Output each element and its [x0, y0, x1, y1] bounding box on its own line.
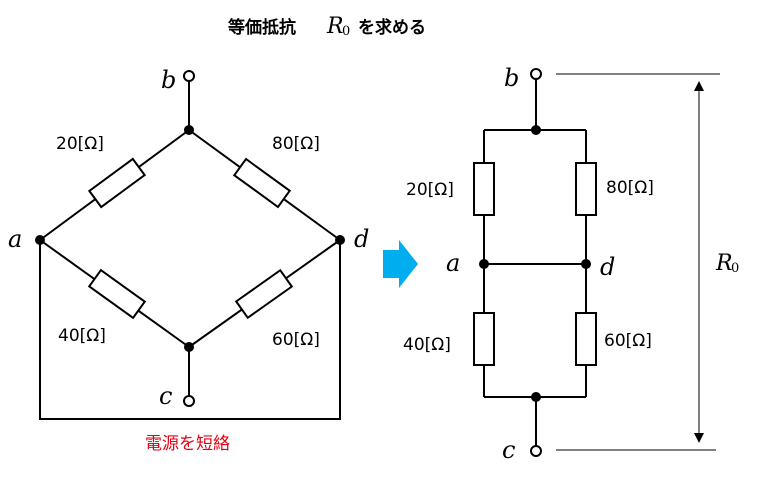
page-title: 等価抵抗 R 0 を求める — [228, 14, 426, 39]
junction-d-right — [581, 259, 591, 269]
short-circuit-note: 電源を短絡 — [145, 434, 230, 454]
junction-bottom — [531, 392, 541, 402]
node-label-b: b — [161, 66, 176, 94]
r0-subscript: 0 — [731, 261, 739, 276]
equivalent-circuit: b a d c 20[Ω] 80[Ω] 40[Ω] 60[Ω] — [403, 64, 654, 464]
resistor-label-80: 80[Ω] — [272, 134, 320, 154]
terminal-c-right — [530, 445, 542, 457]
resistor-20-right — [473, 162, 495, 216]
right-arrow-icon — [383, 240, 418, 288]
resistor-60-right — [575, 312, 597, 366]
node-label-d-right: d — [600, 253, 615, 281]
resistor-label-20: 20[Ω] — [56, 134, 104, 154]
junction-a — [35, 235, 45, 245]
resistor-label-40-right: 40[Ω] — [403, 335, 451, 355]
resistor-label-80-right: 80[Ω] — [606, 178, 654, 198]
terminal-c — [183, 395, 195, 407]
node-label-c-right: c — [502, 436, 515, 464]
title-prefix: 等価抵抗 — [228, 17, 296, 38]
title-suffix: を求める — [358, 17, 426, 38]
resistor-label-20-right: 20[Ω] — [406, 180, 454, 200]
equivalent-resistance-dimension: R 0 — [556, 73, 739, 451]
title-subscript: 0 — [342, 24, 350, 39]
resistor-80-right — [575, 162, 597, 216]
node-label-b-right: b — [504, 64, 519, 92]
junction-a-right — [479, 259, 489, 269]
node-label-a-right: a — [446, 249, 460, 277]
resistor-label-60: 60[Ω] — [272, 330, 320, 350]
resistor-20 — [87, 157, 147, 209]
short-circuit-wire — [39, 240, 341, 420]
terminal-b — [183, 70, 195, 82]
node-label-d: d — [354, 225, 369, 253]
junction-b — [184, 125, 194, 135]
resistor-60 — [234, 268, 294, 320]
resistor-80 — [232, 157, 292, 209]
resistor-40 — [87, 268, 147, 320]
resistor-label-40: 40[Ω] — [58, 326, 106, 346]
junction-top — [531, 125, 541, 135]
bridge-circuit: b a d c 20[Ω] 80[Ω] 40[Ω] 60[Ω] 電源を短絡 — [8, 66, 369, 454]
terminal-b-right — [530, 68, 542, 80]
junction-c — [184, 342, 194, 352]
node-label-a: a — [8, 225, 22, 253]
junction-d — [335, 235, 345, 245]
r0-symbol: R — [715, 251, 733, 276]
resistor-label-60-right: 60[Ω] — [604, 331, 652, 351]
resistor-40-right — [473, 312, 495, 366]
title-symbol: R — [326, 14, 344, 39]
node-label-c: c — [159, 382, 172, 410]
